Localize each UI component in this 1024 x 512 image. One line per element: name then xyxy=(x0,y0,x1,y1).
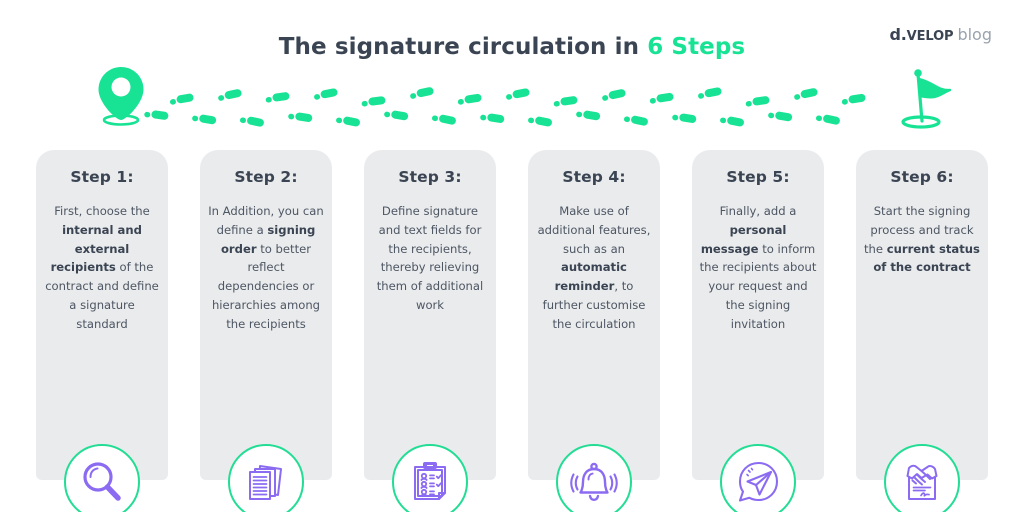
page-title-main: The signature circulation in xyxy=(278,34,648,60)
step-card-2[interactable]: Step 2: In Addition, you can define a si… xyxy=(200,150,332,512)
page-title-accent: 6 Steps xyxy=(647,34,746,60)
journey-path xyxy=(0,58,1024,138)
step-card-4[interactable]: Step 4: Make use of additional features,… xyxy=(528,150,660,512)
step-body: Start the signing process and track the … xyxy=(864,204,980,275)
step-body: Make use of additional features, such as… xyxy=(537,204,651,331)
step-card-5[interactable]: Step 5: Finally, add a personal message … xyxy=(692,150,824,512)
step-card-1[interactable]: Step 1: First, choose the internal and e… xyxy=(36,150,168,512)
magnifier-icon xyxy=(64,444,140,512)
documents-stack-icon xyxy=(228,444,304,512)
logo-blog-text: blog xyxy=(957,25,992,44)
step-heading: Step 1: xyxy=(70,168,134,186)
step-card-3[interactable]: Step 3: Define signature and text fields… xyxy=(364,150,496,512)
step-body: First, choose the internal and external … xyxy=(45,204,159,331)
step-body: Finally, add a personal message to infor… xyxy=(699,204,817,331)
step-heading: Step 3: xyxy=(398,168,462,186)
step-body: In Addition, you can define a signing or… xyxy=(208,204,324,331)
logo-velop-text: VELOP xyxy=(906,29,954,44)
clipboard-checklist-icon xyxy=(392,444,468,512)
handshake-contract-icon xyxy=(884,444,960,512)
goal-flag-marker xyxy=(901,69,952,129)
step-heading: Step 6: xyxy=(890,168,954,186)
map-pin-marker xyxy=(98,67,144,126)
step-heading: Step 4: xyxy=(562,168,626,186)
bell-reminder-icon xyxy=(556,444,632,512)
step-heading: Step 5: xyxy=(726,168,790,186)
page-title: The signature circulation in 6 Steps xyxy=(0,34,1024,60)
paper-plane-message-icon xyxy=(720,444,796,512)
logo-d-text: d. xyxy=(889,25,907,44)
step-card-6[interactable]: Step 6: Start the signing process and tr… xyxy=(856,150,988,512)
journey-path-svg xyxy=(98,67,952,129)
steps-row: Step 1: First, choose the internal and e… xyxy=(36,150,988,512)
footprints-trail xyxy=(144,87,866,127)
step-heading: Step 2: xyxy=(234,168,298,186)
step-body: Define signature and text fields for the… xyxy=(376,204,484,312)
